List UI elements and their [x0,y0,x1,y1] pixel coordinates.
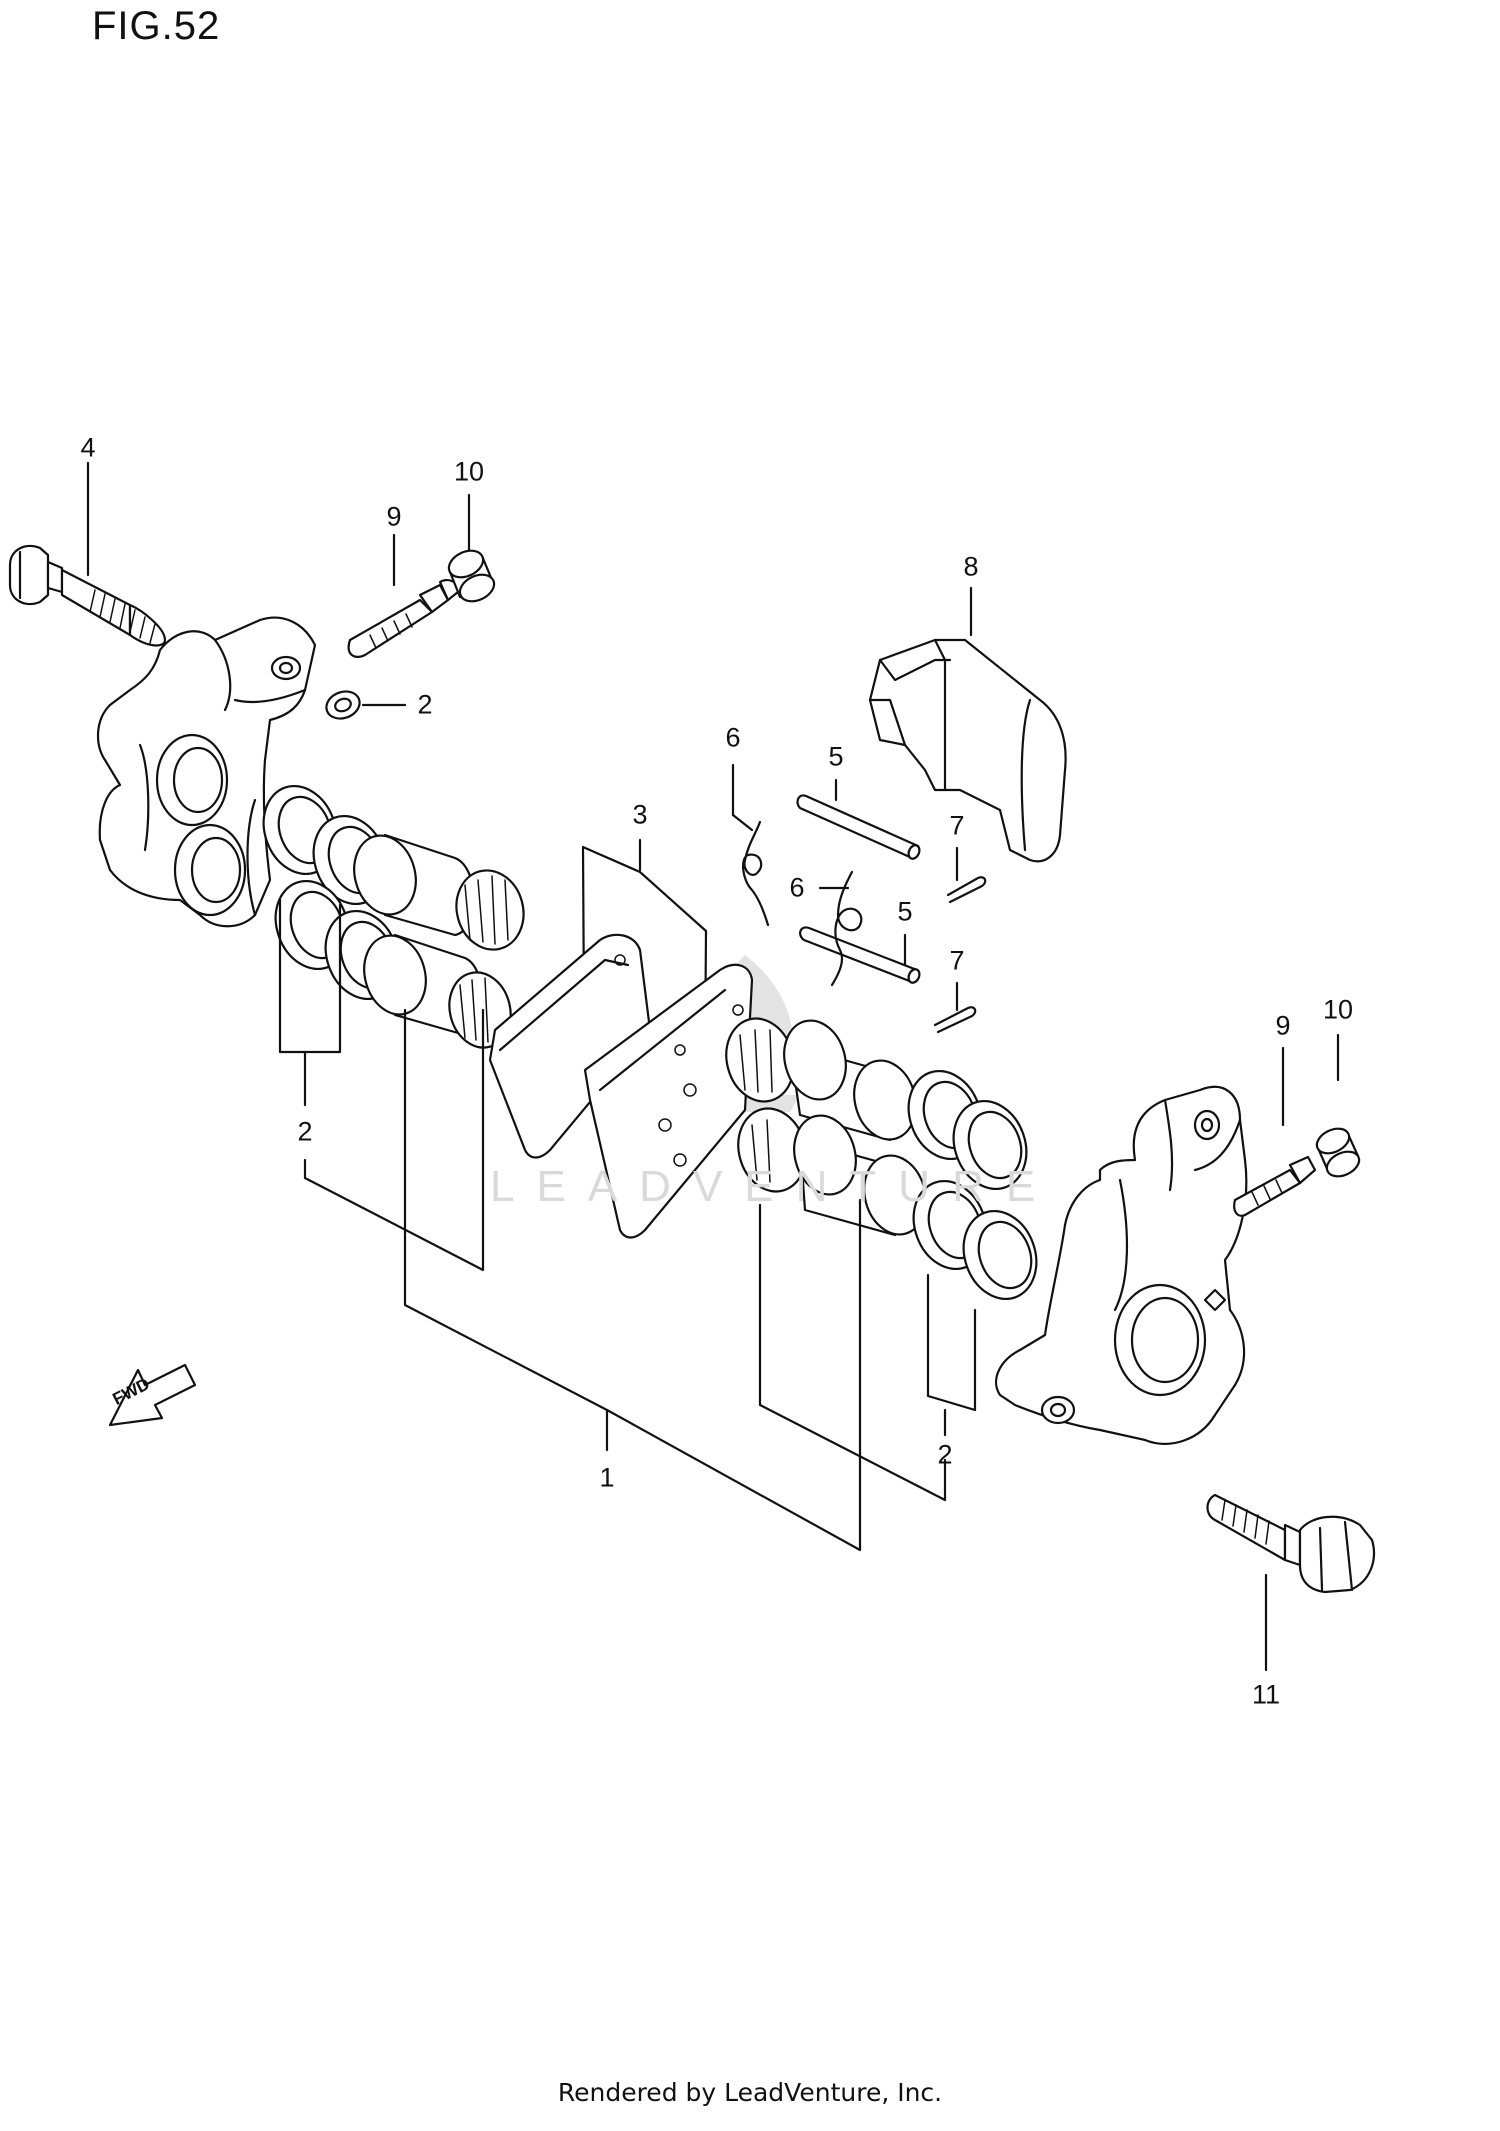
bolt-4 [10,546,165,645]
fwd-arrow-icon [110,1365,195,1425]
left-piston-seals [252,776,411,1010]
spring-6-upper [743,822,768,925]
right-piston-seals [897,1061,1049,1310]
callout-6-lower: 6 [789,872,805,903]
callout-3: 3 [632,799,648,830]
footer-credit: Rendered by LeadVenture, Inc. [557,2078,943,2107]
callout-2-right: 2 [937,1439,953,1470]
left-pistons [346,829,533,1055]
cap-10-left [445,546,499,607]
left-caliper-body [98,618,315,927]
pin-5-upper [798,795,922,860]
brake-pad-set-3 [490,847,752,1238]
bleeder-screw-9-left [349,580,459,657]
watermark-text: LEADVENTURE [490,1162,1058,1211]
callout-5-upper: 5 [828,741,844,772]
callout-8: 8 [963,551,979,582]
callout-11: 11 [1251,1679,1281,1710]
pin-cover-8 [870,640,1066,861]
callout-10-right: 10 [1322,994,1354,1025]
right-pistons [717,1011,934,1242]
figure-title: FIG.52 [92,4,221,48]
leader-lines [88,463,1338,1670]
callout-1: 1 [599,1462,615,1493]
spring-6-lower [832,872,861,985]
pin-5-lower [800,927,921,984]
callout-10-left: 10 [453,456,485,487]
callout-5-lower: 5 [897,896,913,927]
bleeder-screw-9-right [1234,1157,1315,1216]
cap-10-right [1313,1124,1363,1181]
callout-9-left: 9 [386,501,402,532]
clip-7-upper [948,877,985,902]
callout-2-left: 2 [297,1116,313,1147]
callout-6-upper: 6 [725,722,741,753]
callout-7-upper: 7 [949,810,965,841]
seal-2-small [323,687,364,723]
callout-4: 4 [80,432,96,463]
clip-7-lower [935,1007,975,1032]
callout-2-upper: 2 [417,689,433,720]
right-caliper-body [996,1087,1246,1444]
callout-9-right: 9 [1275,1010,1291,1041]
callout-7-lower: 7 [949,945,965,976]
bolt-11 [1208,1495,1374,1592]
